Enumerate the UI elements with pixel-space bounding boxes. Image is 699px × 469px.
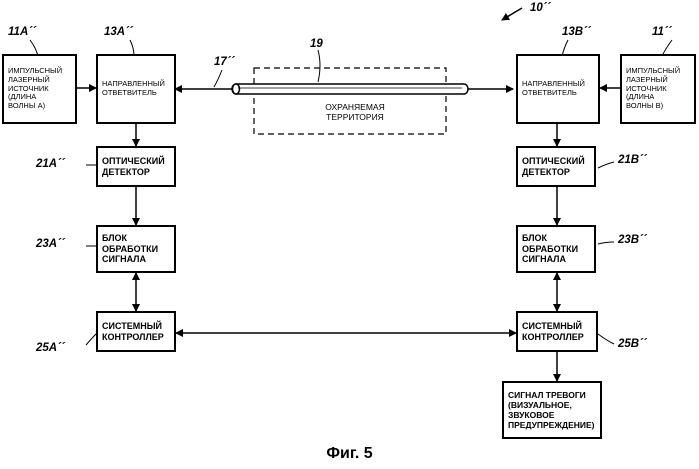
protected-territory-area bbox=[254, 68, 446, 134]
fiber-cable-end bbox=[233, 84, 240, 94]
leader-25b bbox=[598, 334, 614, 344]
alarm-signal-text: СИГНАЛ ТРЕВОГИ (ВИЗУАЛЬНОЕ, ЗВУКОВОЕ ПРЕ… bbox=[508, 390, 595, 430]
laser-source-b-box: ИМПУЛЬСНЫЙ ЛАЗЕРНЫЙ ИСТОЧНИК (ДЛИНА ВОЛН… bbox=[620, 54, 696, 124]
laser-a-ref: 11А´´ bbox=[8, 26, 36, 38]
system-ref-label: 10´´ bbox=[530, 2, 550, 14]
system-controller-b-text: СИСТЕМНЫЙ КОНТРОЛЛЕР bbox=[522, 321, 584, 342]
optical-detector-b-text: ОПТИЧЕСКИЙ ДЕТЕКТОР bbox=[522, 156, 585, 177]
cable-ref: 19 bbox=[310, 38, 323, 50]
system-controller-b-box: СИСТЕМНЫЙ КОНТРОЛЛЕР bbox=[516, 311, 598, 352]
optical-detector-a-text: ОПТИЧЕСКИЙ ДЕТЕКТОР bbox=[102, 156, 165, 177]
fiber-cable bbox=[232, 84, 468, 94]
laser-source-a-text: ИМПУЛЬСНЫЙ ЛАЗЕРНЫЙ ИСТОЧНИК (ДЛИНА ВОЛН… bbox=[8, 67, 71, 111]
directional-coupler-b-text: НАПРАВЛЕННЫЙ ОТВЕТВИТЕЛЬ bbox=[522, 80, 585, 98]
signal-processor-a-text: БЛОК ОБРАБОТКИ СИГНАЛА bbox=[102, 233, 158, 265]
controller-a-ref: 25А´´ bbox=[36, 342, 65, 354]
laser-b-ref: 11´´ bbox=[652, 26, 672, 38]
coupler-b-ref: 13В´´ bbox=[562, 26, 591, 38]
leader-17 bbox=[214, 70, 222, 87]
processor-b-ref: 23В´´ bbox=[618, 234, 647, 246]
system-controller-a-text: СИСТЕМНЫЙ КОНТРОЛЛЕР bbox=[102, 321, 164, 342]
detector-a-ref: 21А´´ bbox=[36, 158, 65, 170]
leader-25a bbox=[86, 334, 96, 345]
fiber-ref: 17´´ bbox=[214, 56, 234, 68]
coupler-a-ref: 13А´´ bbox=[104, 26, 133, 38]
leader-23b bbox=[598, 242, 614, 244]
laser-source-a-box: ИМПУЛЬСНЫЙ ЛАЗЕРНЫЙ ИСТОЧНИК (ДЛИНА ВОЛН… bbox=[2, 54, 77, 124]
signal-processor-a-box: БЛОК ОБРАБОТКИ СИГНАЛА bbox=[96, 225, 176, 273]
signal-processor-b-box: БЛОК ОБРАБОТКИ СИГНАЛА bbox=[516, 225, 596, 273]
system-controller-a-box: СИСТЕМНЫЙ КОНТРОЛЛЕР bbox=[96, 311, 176, 352]
leader-19 bbox=[318, 50, 320, 82]
system-ref-arrow bbox=[502, 8, 522, 20]
optical-detector-b-box: ОПТИЧЕСКИЙ ДЕТЕКТОР bbox=[516, 146, 596, 187]
directional-coupler-a-box: НАПРАВЛЕННЫЙ ОТВЕТВИТЕЛЬ bbox=[96, 54, 176, 124]
leader-21b bbox=[598, 162, 614, 168]
directional-coupler-b-box: НАПРАВЛЕННЫЙ ОТВЕТВИТЕЛЬ bbox=[516, 54, 600, 124]
protected-territory-label: ОХРАНЯЕМАЯ ТЕРРИТОРИЯ bbox=[300, 102, 410, 122]
signal-processor-b-text: БЛОК ОБРАБОТКИ СИГНАЛА bbox=[522, 233, 578, 265]
optical-detector-a-box: ОПТИЧЕСКИЙ ДЕТЕКТОР bbox=[96, 146, 176, 187]
alarm-signal-box: СИГНАЛ ТРЕВОГИ (ВИЗУАЛЬНОЕ, ЗВУКОВОЕ ПРЕ… bbox=[502, 381, 602, 439]
detector-b-ref: 21В´´ bbox=[618, 154, 647, 166]
processor-a-ref: 23А´´ bbox=[36, 238, 65, 250]
directional-coupler-a-text: НАПРАВЛЕННЫЙ ОТВЕТВИТЕЛЬ bbox=[102, 80, 165, 98]
controller-b-ref: 25В´´ bbox=[618, 338, 647, 350]
laser-source-b-text: ИМПУЛЬСНЫЙ ЛАЗЕРНЫЙ ИСТОЧНИК (ДЛИНА ВОЛН… bbox=[626, 67, 690, 111]
figure-caption: Фиг. 5 bbox=[0, 445, 699, 463]
